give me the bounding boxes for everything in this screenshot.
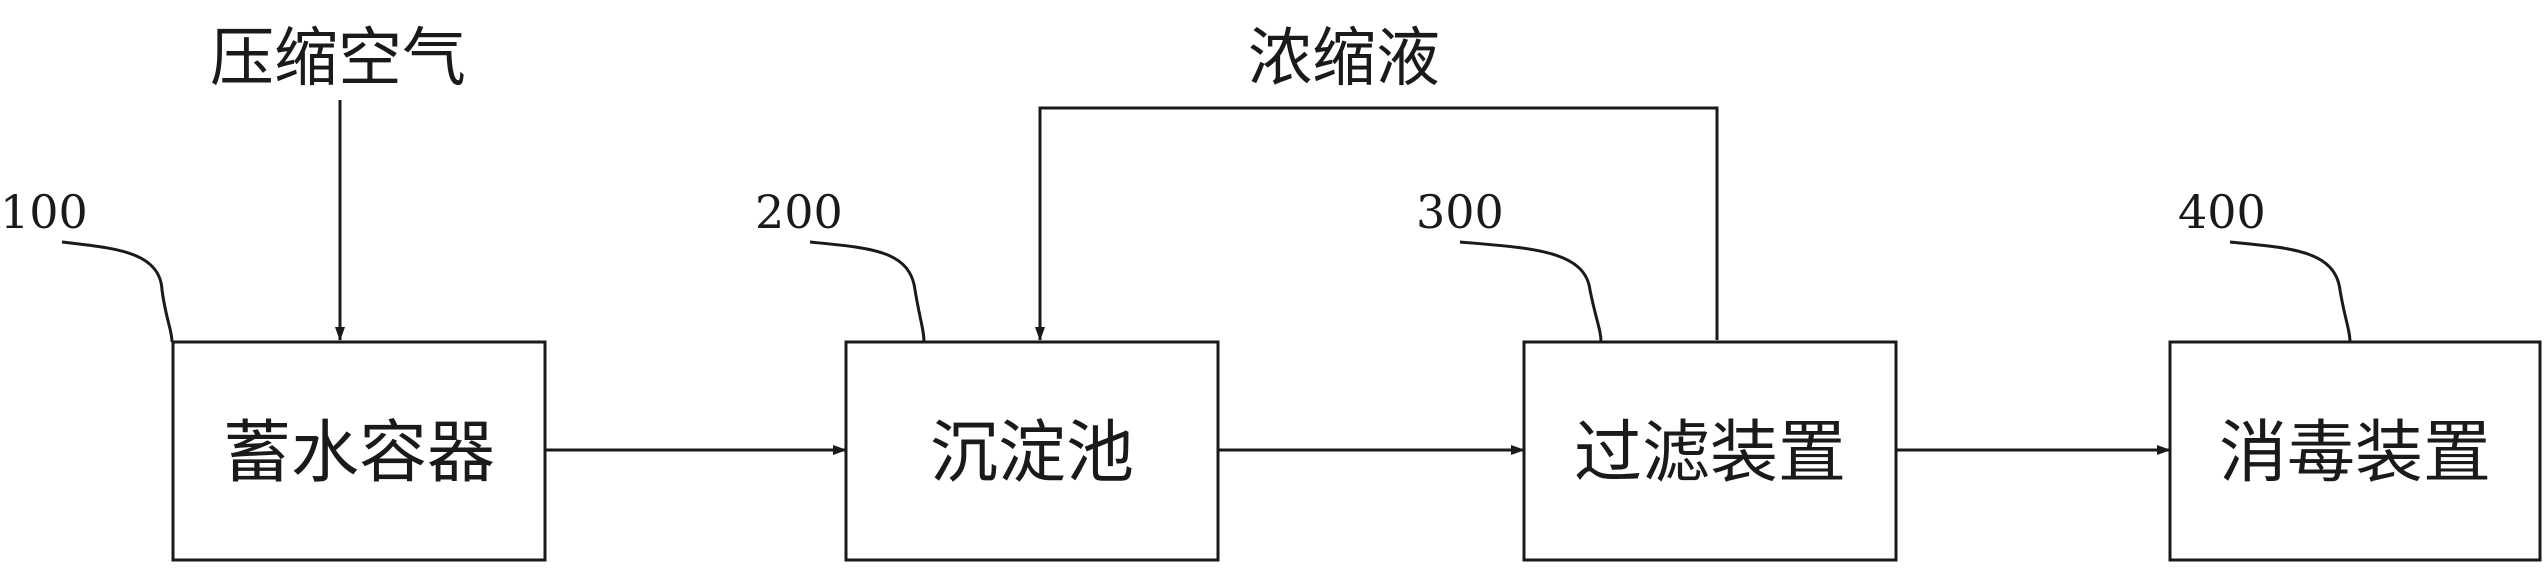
ref-100-leader-line (61, 240, 174, 343)
ref-200-leader-line (809, 240, 926, 343)
disinfection-device-box (2168, 340, 2542, 562)
water-storage-container-box (171, 340, 547, 562)
filtration-device-label: 过滤装置 (1574, 414, 1846, 493)
concentrate-return-arrow (1035, 106, 1719, 341)
compressed-air-label: 压缩空气 (210, 22, 466, 96)
concentrate-label: 浓缩液 (1248, 22, 1440, 96)
disinfection-device-label: 消毒装置 (2219, 414, 2491, 493)
filtration-device-box (1522, 340, 1898, 562)
ref-100-label: 100 (0, 185, 88, 239)
ref-300-leader-line (1459, 240, 1603, 343)
sedimentation-tank-label: 沉淀池 (930, 414, 1134, 493)
ref-200-label: 200 (755, 185, 843, 239)
ref-400-label: 400 (2178, 185, 2266, 239)
ref-400-leader-line (2229, 240, 2352, 343)
ref-300-label: 300 (1416, 185, 1504, 239)
water-storage-container-label: 蓄水容器 (223, 414, 495, 493)
sedimentation-tank-box (844, 340, 1220, 562)
